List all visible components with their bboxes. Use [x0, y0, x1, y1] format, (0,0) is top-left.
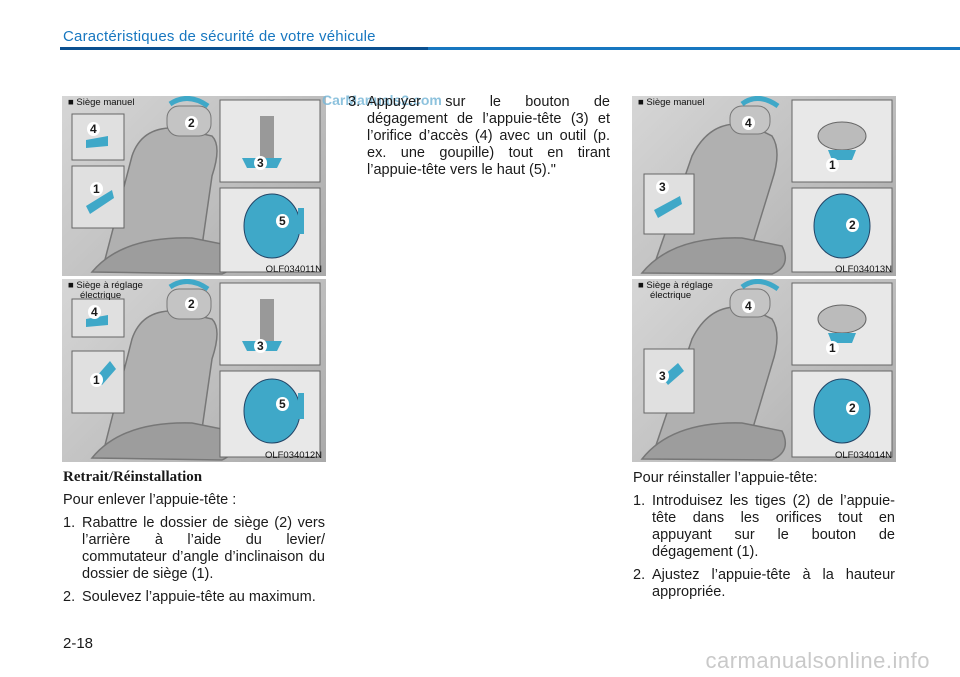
intro-text: Pour enlever l’appuie-tête : [63, 492, 237, 508]
seat-illustration [640, 279, 893, 461]
figure-code: OLF034012N [264, 450, 322, 461]
callout-5: 5 [276, 397, 289, 411]
figure-caption: ■ Siège à réglage électrique [68, 280, 143, 301]
seat-illustration [71, 279, 321, 461]
list-item: 2. Soulevez l’appuie-tête au maximum. [63, 589, 316, 605]
callout-1: 1 [90, 182, 103, 196]
header-rule [60, 47, 960, 50]
seat-illustration [71, 96, 321, 275]
callout-4: 4 [88, 305, 101, 319]
section-header: Caractéristiques de sécurité de votre vé… [63, 28, 376, 45]
figure-power-seat-reinstall: 1 2 3 4 ■ Siège à réglage électrique OLF… [632, 279, 896, 462]
callout-2: 2 [846, 218, 859, 232]
header-rule-accent [60, 47, 428, 50]
callout-3: 3 [656, 369, 669, 383]
list-item: 1. Rabattre le dossier de siège (2) vers… [63, 515, 325, 582]
figure-manual-seat-reinstall: 1 2 3 4 ■ Siège manuel OLF034013N [632, 96, 896, 276]
figure-manual-seat-removal: 1 2 3 4 5 ■ Siège manuel OLF034011N [62, 96, 326, 276]
callout-1: 1 [826, 158, 839, 172]
callout-4: 4 [742, 299, 755, 313]
section-heading: Retrait/Réinstallation [63, 469, 203, 485]
reinstall-instructions: Pour réinstaller l’appuie-tête: 1. Intro… [633, 470, 895, 607]
figure-caption: ■ Siège manuel [68, 97, 135, 108]
seat-illustration [640, 96, 893, 275]
figure-code: OLF034011N [265, 264, 322, 275]
callout-2: 2 [185, 116, 198, 130]
list-item: 1. Introduisez les tiges (2) de l’appuie… [633, 493, 895, 560]
callout-4: 4 [87, 122, 100, 136]
intro-text: Pour réinstaller l’appuie-tête: [633, 470, 818, 486]
callout-5: 5 [276, 214, 289, 228]
callout-2: 2 [185, 297, 198, 311]
figure-caption: ■ Siège manuel [638, 97, 705, 108]
page-number: 2-18 [63, 635, 94, 652]
callout-3: 3 [254, 156, 267, 170]
callout-1: 1 [90, 373, 103, 387]
removal-instructions: Retrait/Réinstallation Pour enlever l’ap… [63, 469, 325, 612]
removal-step-3: 3. Appuyer sur le bouton de dégagement d… [348, 94, 610, 185]
watermark-carmanuals2: CarManuals2.com [322, 92, 442, 108]
figure-code: OLF034013N [834, 264, 892, 275]
watermark-carmanualsonline: carmanualsonline.info [705, 648, 930, 673]
callout-3: 3 [254, 339, 267, 353]
figure-code: OLF034014N [834, 450, 892, 461]
figure-caption: ■ Siège à réglage électrique [638, 280, 713, 301]
callout-4: 4 [742, 116, 755, 130]
list-item: 3. Appuyer sur le bouton de dégagement d… [348, 94, 610, 178]
list-item: 2. Ajustez l’appuie-tête à la hauteur ap… [633, 567, 895, 600]
callout-2: 2 [846, 401, 859, 415]
callout-3: 3 [656, 180, 669, 194]
figure-power-seat-removal: 1 2 3 4 5 ■ Siège à réglage électrique O… [62, 279, 326, 462]
callout-1: 1 [826, 341, 839, 355]
